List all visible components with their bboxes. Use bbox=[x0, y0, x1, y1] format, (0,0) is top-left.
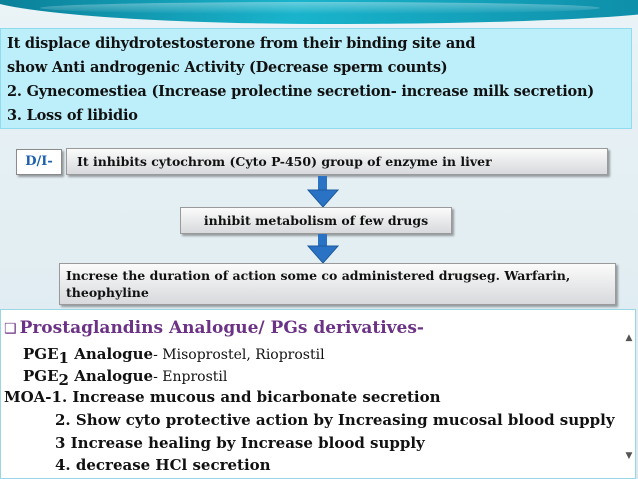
pge1-prefix: PGE bbox=[23, 345, 59, 363]
side-effects-box: It displace dihydrotestosterone from the… bbox=[0, 28, 632, 129]
moa-line-1: MOA-1. Increase mucous and bicarbonate s… bbox=[4, 388, 441, 406]
pge1-analogue: Analogue bbox=[68, 345, 154, 363]
pge2-prefix: PGE bbox=[23, 367, 59, 385]
moa-line-3: 3 Increase healing by Increase blood sup… bbox=[55, 434, 425, 452]
side-effects-line-4: 3. Loss of libidio bbox=[7, 107, 138, 124]
flow-step-inhibit-metabolism: inhibit metabolism of few drugs bbox=[180, 207, 452, 234]
arrow-down-icon bbox=[306, 176, 340, 208]
section-title: ❑Prostaglandins Analogue/ PGs derivative… bbox=[4, 318, 424, 338]
side-effects-line-2: show Anti androgenic Activity (Decrease … bbox=[7, 59, 448, 76]
side-effects-line-1: It displace dihydrotestosterone from the… bbox=[7, 35, 476, 52]
flow-step-increase-duration: Increse the duration of action some co a… bbox=[59, 263, 616, 305]
prostaglandin-section: ❑Prostaglandins Analogue/ PGs derivative… bbox=[0, 309, 636, 479]
scroll-down-icon[interactable]: ▼ bbox=[625, 451, 633, 461]
arrow-down-icon bbox=[306, 234, 340, 264]
pge1-line: PGE1 Analogue- Misoprostel, Rioprostil bbox=[23, 344, 325, 367]
side-effects-line-3: 2. Gynecomestiea (Increase prolectine se… bbox=[7, 83, 594, 100]
moa-line-4: 4. decrease HCl secretion bbox=[55, 456, 271, 474]
flow-step-inhibit-cyp450: It inhibits cytochrom (Cyto P-450) group… bbox=[66, 148, 608, 175]
moa-line-2: 2. Show cyto protective action by Increa… bbox=[55, 411, 615, 429]
pge1-subscript: 1 bbox=[58, 349, 69, 368]
pge2-analogue: Analogue bbox=[68, 367, 154, 385]
scroll-up-icon[interactable]: ▲ bbox=[625, 333, 633, 343]
header-band-gloss bbox=[40, 2, 600, 14]
pge2-drugs: - Enprostil bbox=[153, 369, 228, 385]
pge1-drugs: - Misoprostel, Rioprostil bbox=[153, 347, 325, 363]
section-title-text: Prostaglandins Analogue/ PGs derivatives… bbox=[19, 318, 424, 338]
checkbox-bullet-icon: ❑ bbox=[4, 321, 17, 337]
drug-interaction-label: D/I- bbox=[16, 149, 62, 175]
pge2-line: PGE2 Analogue- Enprostil bbox=[23, 366, 227, 389]
header-band bbox=[0, 0, 638, 26]
pge2-subscript: 2 bbox=[58, 371, 69, 390]
